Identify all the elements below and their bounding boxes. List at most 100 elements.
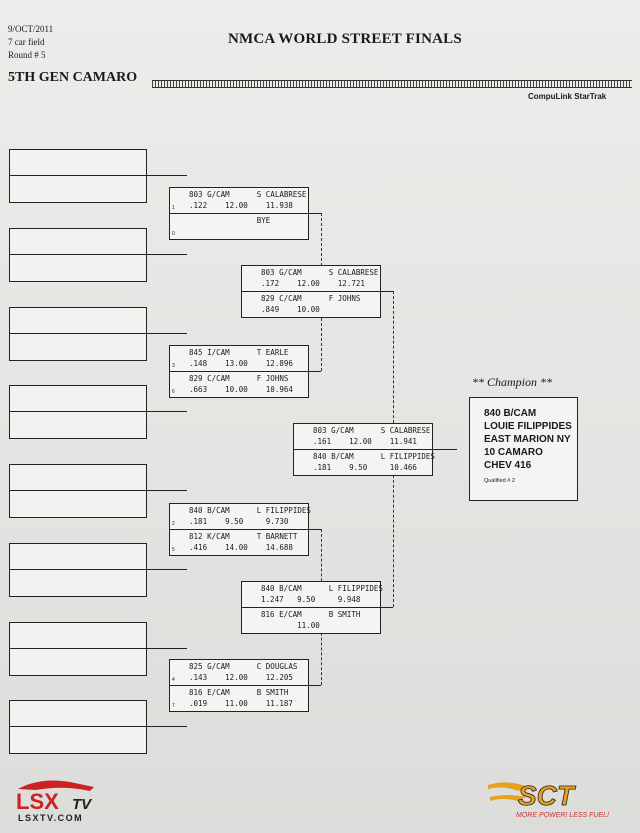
entry-divider xyxy=(10,648,146,649)
sct-logo: SCT MORE POWER! LESS FUEL! xyxy=(488,780,609,819)
entry-divider xyxy=(10,175,146,176)
top-lane-stats: .172 12.00 12.721 xyxy=(252,279,365,288)
top-lane-car: 803 G/CAM S CALABRESE xyxy=(180,190,307,199)
champion-line: 10 CAMARO xyxy=(484,447,543,458)
top-lane-stats: .181 9.50 9.730 xyxy=(180,517,289,526)
car-swoosh-icon xyxy=(18,780,94,791)
entry-divider xyxy=(10,490,146,491)
champion-line: 840 B/CAM xyxy=(484,408,537,419)
sct-tagline: MORE POWER! LESS FUEL! xyxy=(516,812,609,819)
lsx-tv: TV xyxy=(72,796,93,813)
entry-box xyxy=(9,464,147,518)
entry-divider xyxy=(10,333,146,334)
flame-icon xyxy=(488,782,528,801)
entry-divider xyxy=(10,726,146,727)
match-divider xyxy=(242,291,380,292)
bottom-lane-stats: .416 14.00 14.688 xyxy=(180,543,293,552)
top-lane-stats: .161 12.00 11.941 xyxy=(304,437,417,446)
seed-number: 7 xyxy=(172,703,175,709)
seed-number: 1 xyxy=(172,205,175,211)
match-divider xyxy=(170,371,308,372)
connector-line xyxy=(145,726,187,727)
connector-line xyxy=(145,175,187,176)
connector-line xyxy=(145,648,187,649)
connector-line xyxy=(431,449,457,450)
connector-line xyxy=(145,569,187,570)
match-divider xyxy=(242,607,380,608)
bottom-lane-stats: .849 10.00 xyxy=(252,305,338,314)
bottom-lane-stats: .663 10.00 10.964 xyxy=(180,385,293,394)
entry-divider xyxy=(10,411,146,412)
bottom-lane-stats: .181 9.50 10.466 xyxy=(304,463,417,472)
entry-box xyxy=(9,307,147,361)
match-divider xyxy=(170,213,308,214)
match-box: 840 B/CAM L FILIPPIDES 1.247 9.50 9.948 … xyxy=(241,581,383,634)
connector-line xyxy=(145,490,187,491)
match-box: 803 G/CAM S CALABRESE .172 12.00 12.721 … xyxy=(241,265,381,318)
seed-number: 6 xyxy=(172,389,175,395)
sct-brand: SCT xyxy=(518,780,577,811)
top-lane-car: 840 B/CAM L FILIPPIDES xyxy=(252,584,383,593)
match-divider xyxy=(294,449,432,450)
entry-box xyxy=(9,228,147,282)
bottom-lane-stats: .019 11.00 11.187 xyxy=(180,699,293,708)
page-title: NMCA WORLD STREET FINALS xyxy=(228,31,462,47)
champion-line: EAST MARION NY xyxy=(484,434,571,445)
lsx-url: LSXTV.COM xyxy=(18,813,83,823)
top-lane-car: 803 G/CAM S CALABRESE xyxy=(304,426,431,435)
top-lane-stats: .148 13.00 12.896 xyxy=(180,359,293,368)
top-lane-stats: .143 12.00 12.205 xyxy=(180,673,293,682)
connector-line xyxy=(307,529,321,530)
match-box: 825 G/CAM C DOUGLAS .143 12.00 12.205 4 8… xyxy=(169,659,309,712)
top-lane-stats: .122 12.00 11.938 xyxy=(180,201,293,210)
top-lane-car: 825 G/CAM C DOUGLAS xyxy=(180,662,298,671)
entry-divider xyxy=(10,569,146,570)
entry-box xyxy=(9,385,147,439)
lsx-brand: LSX xyxy=(16,789,59,814)
connector-line xyxy=(307,685,321,686)
seed-number: 5 xyxy=(172,547,175,553)
class-name: 5TH GEN CAMARO xyxy=(8,70,138,85)
match-divider xyxy=(170,529,308,530)
bottom-lane-stats xyxy=(180,227,266,236)
top-lane-car: 845 I/CAM T EARLE xyxy=(180,348,289,357)
entry-divider xyxy=(10,254,146,255)
top-lane-stats: 1.247 9.50 9.948 xyxy=(252,595,361,604)
header-rule xyxy=(152,80,632,88)
software-label: CompuLink StarTrak xyxy=(528,92,607,101)
connector-line xyxy=(307,213,321,214)
top-lane-car: 840 B/CAM L FILIPPIDES xyxy=(180,506,311,515)
champion-line: CHEV 416 xyxy=(484,460,532,471)
connector-line xyxy=(379,607,393,608)
champion-box: 840 B/CAM LOUIE FILIPPIDES EAST MARION N… xyxy=(469,397,578,501)
top-lane-car: 803 G/CAM S CALABRESE xyxy=(252,268,379,277)
bottom-lane-car: 816 E/CAM B SMITH xyxy=(252,610,361,619)
champion-line: LOUIE FILIPPIDES xyxy=(484,421,572,432)
connector-line xyxy=(307,371,321,372)
bottom-lane-car: 812 K/CAM T BARNETT xyxy=(180,532,298,541)
qualified-position: Qualified # 2 xyxy=(484,478,515,484)
field-size: 7 car field xyxy=(8,37,45,47)
connector-line xyxy=(145,333,187,334)
entry-box xyxy=(9,149,147,203)
match-box: 803 G/CAM S CALABRESE .122 12.00 11.938 1… xyxy=(169,187,309,240)
bottom-lane-car: 840 B/CAM L FILIPPIDES xyxy=(304,452,435,461)
seed-number: 0 xyxy=(172,231,175,237)
connector-line xyxy=(145,411,187,412)
entry-box xyxy=(9,700,147,754)
seed-number: 3 xyxy=(172,363,175,369)
seed-number: 2 xyxy=(172,521,175,527)
event-date: 9/OCT/2011 xyxy=(8,24,54,34)
bottom-lane-car: BYE xyxy=(180,216,271,225)
round-number: Round # 5 xyxy=(8,50,46,60)
match-divider xyxy=(170,685,308,686)
bottom-lane-car: 816 E/CAM B SMITH xyxy=(180,688,289,697)
match-box: 803 G/CAM S CALABRESE .161 12.00 11.941 … xyxy=(293,423,435,476)
entry-box xyxy=(9,543,147,597)
seed-number: 4 xyxy=(172,677,175,683)
lsxtv-logo: LSX TV LSXTV.COM xyxy=(16,780,94,823)
entry-box xyxy=(9,622,147,676)
